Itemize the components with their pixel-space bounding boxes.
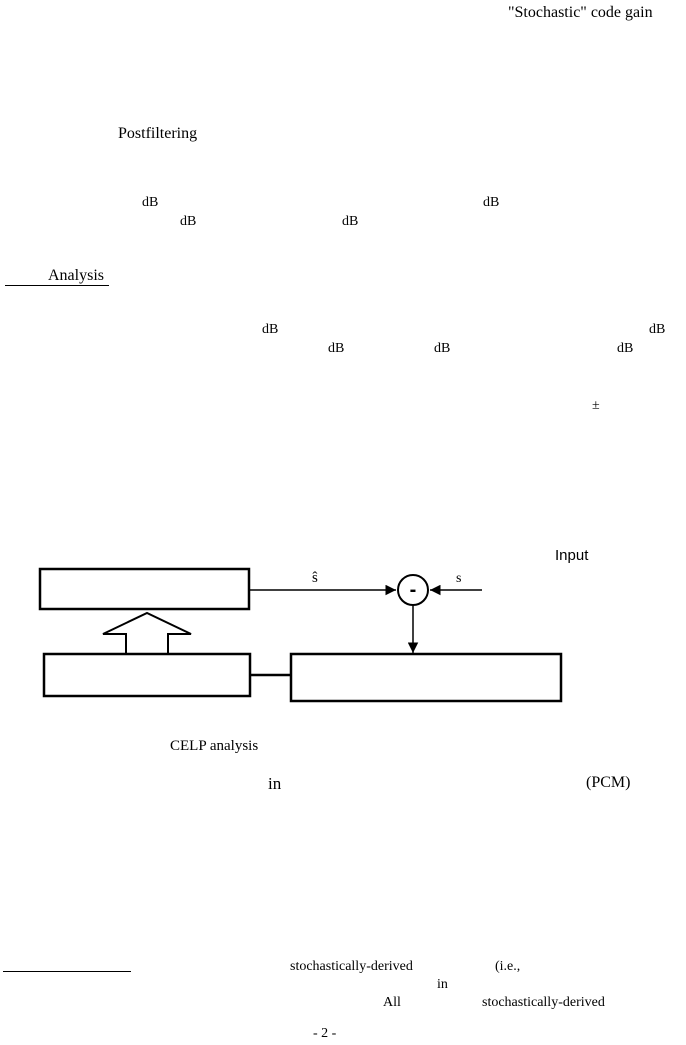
error-minimization-box	[289, 652, 563, 703]
db-label: dB	[483, 195, 500, 210]
footnote-ie: (i.e.,	[495, 959, 521, 974]
footnote-all: All	[383, 995, 401, 1010]
analysis-underline	[5, 285, 109, 286]
synthesis-box	[38, 567, 251, 611]
section-postfiltering: Postfiltering	[118, 125, 198, 142]
db-label: dB	[342, 214, 359, 229]
s-hat-label: ŝ	[312, 570, 318, 586]
footnote-rule	[3, 971, 131, 972]
in-fragment: in	[268, 774, 282, 793]
s-label: s	[456, 571, 461, 586]
input-label: Input	[555, 547, 589, 564]
hollow-up-arrow	[102, 611, 192, 655]
footnote-term-1: stochastically-derived	[290, 959, 413, 974]
footnote-in: in	[437, 977, 448, 992]
db-label: dB	[328, 341, 345, 356]
pcm-fragment: (PCM)	[586, 774, 631, 791]
db-label: dB	[617, 341, 634, 356]
celp-block-diagram: - ŝ s Input	[38, 547, 589, 703]
db-label: dB	[180, 214, 197, 229]
excitation-box	[42, 652, 252, 698]
figure-caption: CELP analysis	[170, 738, 259, 754]
db-label: dB	[434, 341, 451, 356]
db-label: dB	[142, 195, 159, 210]
section-analysis: Analysis	[48, 267, 104, 284]
db-label: dB	[649, 322, 666, 337]
minus-sign: -	[410, 579, 417, 601]
plus-minus-symbol: ±	[592, 398, 600, 413]
footnote-term-2: stochastically-derived	[482, 995, 605, 1010]
page-number: - 2 -	[313, 1026, 337, 1041]
db-label: dB	[262, 322, 279, 337]
header-title: "Stochastic" code gain	[508, 4, 653, 21]
